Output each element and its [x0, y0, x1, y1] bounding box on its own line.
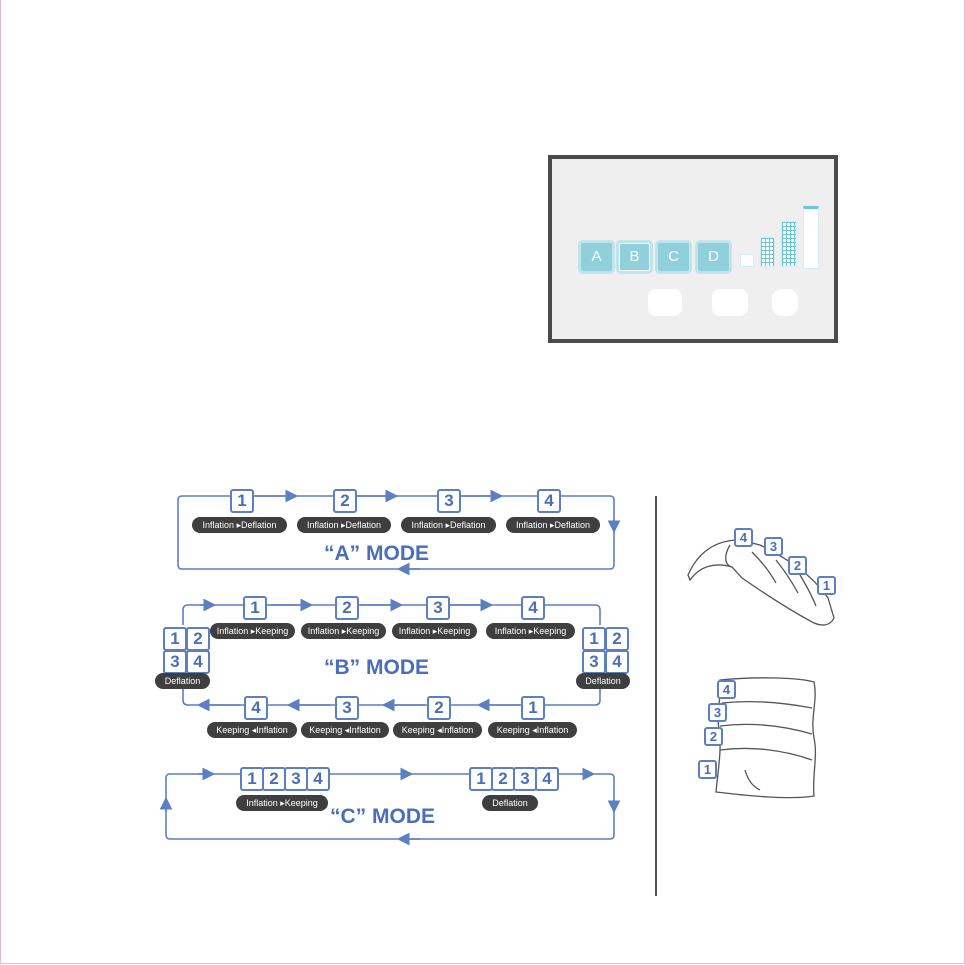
mode-b-left-deflation: Deflation [155, 673, 210, 689]
mode-b-left-chamber-2: 2 [186, 627, 210, 651]
mode-c-right-step-1: 1 [469, 767, 493, 791]
pressure-level-bar-4 [803, 206, 819, 269]
mode-a-step-2: 2 [333, 489, 357, 513]
mode-b-bottom-step-3: 3 [335, 696, 359, 720]
mode-c-title: “C” MODE [330, 805, 435, 828]
arm-sleeve-chamber-4: 4 [734, 528, 753, 547]
pressure-level-bar-1 [740, 254, 754, 267]
mode-b-title: “B” MODE [324, 656, 429, 679]
arm-sleeve-chamber-2: 2 [788, 556, 807, 575]
mode-c-left-label: Inflation ▸Keeping [236, 795, 328, 811]
pressure-level-bar-2 [760, 237, 775, 267]
mode-a-step-3: 3 [437, 489, 461, 513]
leg-sleeve-illustration [715, 677, 817, 799]
leg-sleeve-chamber-2: 2 [704, 727, 723, 746]
mode-b-top-step-3: 3 [426, 596, 450, 620]
arm-sleeve-chamber-3: 3 [764, 537, 783, 556]
control-panel-display: A B C D [548, 155, 838, 343]
arm-sleeve-chamber-1: 1 [817, 576, 836, 595]
mode-b-bottom-step-4: 4 [244, 696, 268, 720]
mode-c-left-step-2: 2 [262, 767, 286, 791]
mode-a-title: “A” MODE [324, 542, 429, 565]
leg-sleeve-chamber-3: 3 [708, 703, 727, 722]
mode-a-label-1: Inflation ▸Deflation [192, 517, 287, 533]
mode-c-left-step-4: 4 [306, 767, 330, 791]
leg-sleeve-chamber-1: 1 [698, 760, 717, 779]
mode-a-label-3: Inflation ▸Deflation [401, 517, 496, 533]
panel-button-right[interactable] [772, 289, 798, 316]
mode-b-top-label-4: Inflation ▸Keeping [486, 623, 575, 639]
mode-b-top-label-2: Inflation ▸Keeping [301, 623, 386, 639]
mode-b-left-chamber-3: 3 [163, 650, 187, 674]
mode-b-bottom-step-1: 1 [521, 696, 545, 720]
mode-c-right-label: Deflation [482, 795, 538, 811]
mode-c-right-step-3: 3 [513, 767, 537, 791]
mode-b-bottom-label-3: Keeping ◂Inflation [301, 722, 389, 738]
mode-a-step-4: 4 [537, 489, 561, 513]
mode-b-top-step-1: 1 [243, 596, 267, 620]
arm-sleeve-illustration [687, 539, 835, 626]
mode-c-right-step-4: 4 [535, 767, 559, 791]
leg-sleeve-chamber-4: 4 [717, 680, 736, 699]
mode-b-right-chamber-4: 4 [605, 650, 629, 674]
mode-key-c[interactable]: C [655, 240, 692, 274]
panel-button-left[interactable] [648, 289, 682, 316]
mode-c-left-step-1: 1 [240, 767, 264, 791]
mode-b-right-chamber-3: 3 [582, 650, 606, 674]
mode-b-bottom-label-1: Keeping ◂Inflation [488, 722, 577, 738]
mode-b-right-chamber-1: 1 [582, 627, 606, 651]
mode-b-bottom-step-2: 2 [427, 696, 451, 720]
mode-c-right-step-2: 2 [491, 767, 515, 791]
mode-b-left-chamber-4: 4 [186, 650, 210, 674]
mode-key-b[interactable]: B [616, 240, 653, 274]
mode-b-left-chamber-1: 1 [163, 627, 187, 651]
pressure-level-bar-3 [781, 221, 797, 267]
mode-a-label-4: Inflation ▸Deflation [506, 517, 600, 533]
mode-b-bottom-label-4: Keeping ◂Inflation [207, 722, 297, 738]
mode-b-bottom-label-2: Keeping ◂Inflation [393, 722, 482, 738]
mode-b-top-step-2: 2 [335, 596, 359, 620]
mode-key-d[interactable]: D [695, 240, 732, 274]
mode-b-top-label-1: Inflation ▸Keeping [210, 623, 295, 639]
mode-a-label-2: Inflation ▸Deflation [297, 517, 391, 533]
mode-b-right-chamber-2: 2 [605, 627, 629, 651]
mode-b-top-label-3: Inflation ▸Keeping [392, 623, 477, 639]
mode-b-top-step-4: 4 [521, 596, 545, 620]
mode-c-left-step-3: 3 [284, 767, 308, 791]
mode-b-right-deflation: Deflation [576, 673, 630, 689]
panel-button-middle[interactable] [712, 289, 748, 316]
mode-key-a[interactable]: A [578, 240, 615, 274]
mode-a-step-1: 1 [230, 489, 254, 513]
section-divider [655, 496, 657, 896]
